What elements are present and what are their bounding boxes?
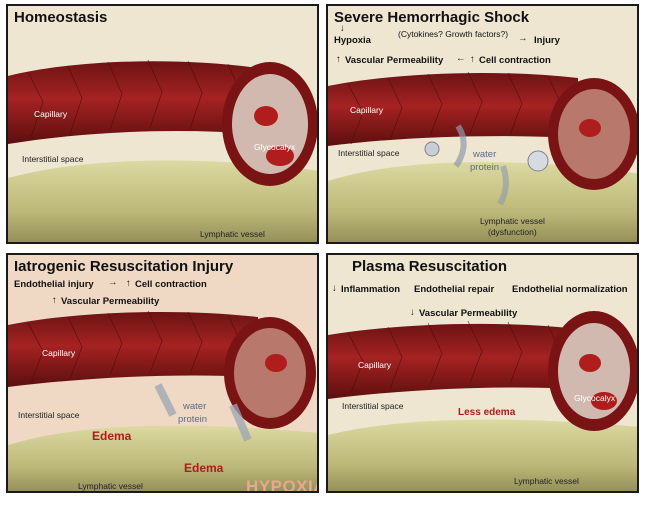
shock-illustration <box>328 6 637 242</box>
less-edema-label: Less edema <box>458 407 516 418</box>
up-arrow-permeability: ↑ <box>52 295 57 306</box>
hypoxia-down-arrow: ↓ <box>340 23 345 34</box>
protein-label: protein <box>178 414 208 425</box>
lymphatic-vessel-shape <box>8 425 317 491</box>
panel-title: Severe Hemorrhagic Shock <box>334 9 530 26</box>
hypoxia-label: HYPOXIA <box>246 477 319 493</box>
lymphatic-vessel-label: Lymphatic vessel <box>480 216 545 226</box>
lymphatic-vessel-shape <box>8 160 317 242</box>
lymphatic-vessel-shape <box>328 419 637 491</box>
water-label: water <box>183 401 207 412</box>
capillary-label: Capillary <box>350 105 384 115</box>
lymphatic-vessel-label: Lymphatic vessel <box>200 229 265 239</box>
capillary-shape <box>8 311 258 387</box>
edema-label-1: Edema <box>92 429 132 443</box>
injury-text: Injury <box>534 35 560 46</box>
edema-label-2: Edema <box>184 461 224 475</box>
panel-severe-hemorrhagic-shock: Severe Hemorrhagic Shock ↓ Hypoxia (Cyto… <box>326 4 639 244</box>
cytokines-text: (Cytokines? Growth factors?) <box>398 29 509 39</box>
plasma-illustration <box>328 255 637 491</box>
arrow-right: → <box>518 33 528 44</box>
hypoxia-text: Hypoxia <box>334 35 371 46</box>
endothelial-repair-text: Endothelial repair <box>414 284 495 295</box>
interstitial-space-label: Interstitial space <box>338 148 400 158</box>
panel-plasma-resuscitation: Plasma Resuscitation ↓ Inflammation Endo… <box>326 253 639 493</box>
interstitial-space-label: Interstitial space <box>22 154 84 164</box>
capillary-shape <box>8 61 258 144</box>
up-arrow-contraction: ↑ <box>470 54 475 65</box>
arrow-left: ← <box>456 53 466 64</box>
down-arrow-permeability: ↓ <box>410 307 415 318</box>
panel-title: Iatrogenic Resuscitation Injury <box>14 258 234 275</box>
up-arrow-permeability: ↑ <box>336 54 341 65</box>
vascular-permeability-text: Vascular Permeability <box>345 55 444 66</box>
capillary-shape <box>328 323 578 399</box>
capillary-shape <box>328 72 578 146</box>
dysfunction-label: (dysfunction) <box>488 227 537 237</box>
panel-homeostasis: Homeostasis Capillary Glycocalyx Interst… <box>6 4 319 244</box>
down-arrow-inflammation: ↓ <box>332 283 337 294</box>
lymphatic-vessel-shape <box>328 162 637 242</box>
lymphatic-vessel-label: Lymphatic vessel <box>514 476 579 486</box>
protein-label: protein <box>470 162 500 173</box>
vascular-permeability-text: Vascular Permeability <box>419 308 518 319</box>
glycocalyx-label: Glycocalyx <box>574 393 616 403</box>
water-label: water <box>473 149 497 160</box>
panel-title: Homeostasis <box>14 9 108 26</box>
endothelial-normalization-text: Endothelial normalization <box>512 284 628 295</box>
capillary-label: Capillary <box>42 348 76 358</box>
arrow-right: → <box>108 277 118 288</box>
lymphatic-vessel-label: Lymphatic vessel <box>78 481 143 491</box>
endothelial-injury-text: Endothelial injury <box>14 279 94 290</box>
panel-iatrogenic-resuscitation-injury: Iatrogenic Resuscitation Injury Endothel… <box>6 253 319 493</box>
interstitial-space-label: Interstitial space <box>342 401 404 411</box>
vascular-permeability-text: Vascular Permeability <box>61 296 160 307</box>
interstitial-space-label: Interstitial space <box>18 410 80 420</box>
homeostasis-illustration <box>8 6 317 242</box>
inflammation-text: Inflammation <box>341 284 401 295</box>
capillary-label: Capillary <box>358 360 392 370</box>
glycocalyx-label: Glycocalyx <box>254 142 296 152</box>
cell-contraction-text: Cell contraction <box>135 279 207 290</box>
cell-contraction-text: Cell contraction <box>479 55 551 66</box>
up-arrow-contraction: ↑ <box>126 278 131 289</box>
iatrogenic-illustration <box>8 255 317 491</box>
panel-title: Plasma Resuscitation <box>352 258 508 275</box>
capillary-label: Capillary <box>34 109 68 119</box>
